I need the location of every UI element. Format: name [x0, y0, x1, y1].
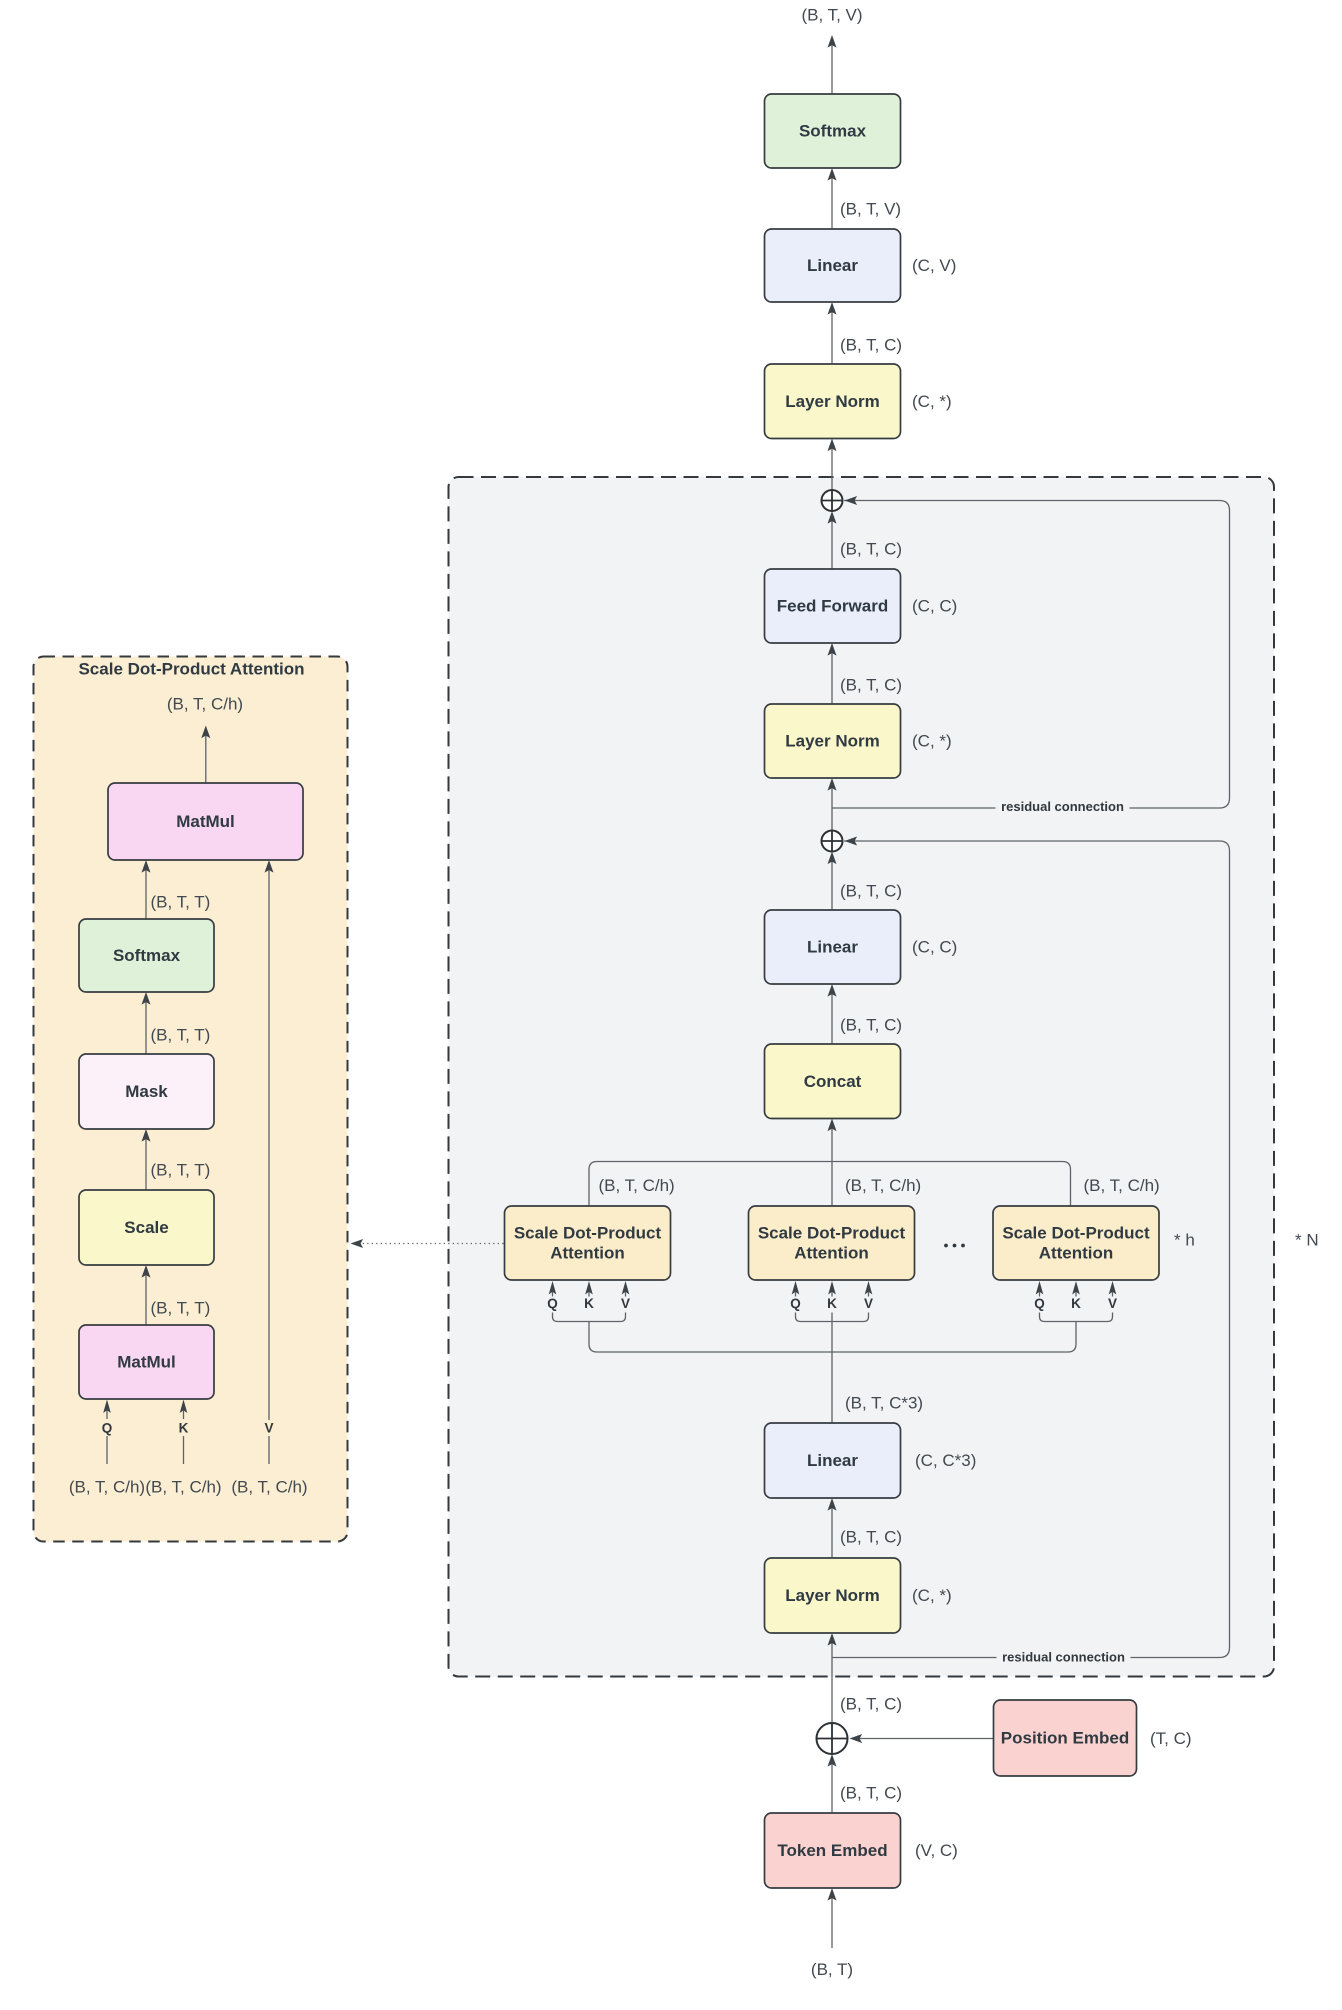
svg-text:(B, T, T): (B, T, T) [151, 893, 211, 912]
svg-text:Q: Q [547, 1296, 558, 1311]
svg-text:(C, C*3): (C, C*3) [915, 1451, 976, 1470]
svg-text:Position Embed: Position Embed [1001, 1729, 1129, 1748]
svg-text:(B, T, C): (B, T, C) [840, 1016, 902, 1035]
svg-text:(B, T, C): (B, T, C) [840, 676, 902, 695]
svg-text:MatMul: MatMul [176, 812, 235, 831]
svg-text:(B, T, C/h): (B, T, C/h) [845, 1176, 921, 1195]
svg-text:(B, T, C): (B, T, C) [840, 336, 902, 355]
svg-text:Softmax: Softmax [799, 122, 867, 141]
svg-text:(B, T, C/h): (B, T, C/h) [167, 695, 243, 714]
svg-text:K: K [1071, 1296, 1081, 1311]
svg-text:Attention: Attention [550, 1244, 625, 1263]
svg-text:(B, T): (B, T) [811, 1960, 853, 1979]
svg-text:Softmax: Softmax [113, 946, 181, 965]
svg-text:(B, T, C/h): (B, T, C/h) [599, 1176, 675, 1195]
svg-text:Concat: Concat [804, 1072, 862, 1091]
svg-text:(T, C): (T, C) [1150, 1729, 1192, 1748]
svg-text:V: V [864, 1296, 873, 1311]
svg-text:(C, *): (C, *) [912, 1586, 952, 1605]
svg-text:(C, V): (C, V) [912, 256, 956, 275]
svg-text:(C, *): (C, *) [912, 732, 952, 751]
svg-text:Attention: Attention [794, 1244, 869, 1263]
svg-text:Token Embed: Token Embed [777, 1841, 887, 1860]
svg-text:Q: Q [1034, 1296, 1045, 1311]
svg-text:Linear: Linear [807, 938, 858, 957]
svg-text:Scale Dot-Product Attention: Scale Dot-Product Attention [78, 660, 304, 679]
svg-text:Q: Q [102, 1421, 113, 1436]
svg-text:(C, *): (C, *) [912, 392, 952, 411]
svg-text:(B, T, T): (B, T, T) [151, 1299, 211, 1318]
svg-text:Scale Dot-Product: Scale Dot-Product [514, 1224, 662, 1243]
svg-text:Q: Q [790, 1296, 801, 1311]
svg-text:Scale Dot-Product: Scale Dot-Product [758, 1224, 906, 1243]
svg-text:(B, T, C/h): (B, T, C/h) [1084, 1176, 1160, 1195]
svg-text:(B, T, C): (B, T, C) [840, 540, 902, 559]
svg-text:MatMul: MatMul [117, 1353, 176, 1372]
svg-text:(C, C): (C, C) [912, 938, 957, 957]
svg-text:(C, C): (C, C) [912, 597, 957, 616]
svg-text:Mask: Mask [125, 1082, 168, 1101]
svg-text:Linear: Linear [807, 256, 858, 275]
svg-text:Scale: Scale [124, 1218, 168, 1237]
svg-text:residual connection: residual connection [1002, 1650, 1125, 1665]
svg-text:(B, T, V): (B, T, V) [801, 6, 862, 25]
svg-text:(B, T, C): (B, T, C) [840, 1784, 902, 1803]
svg-text:(B, T, C/h): (B, T, C/h) [145, 1478, 221, 1497]
svg-text:(B, T, T): (B, T, T) [151, 1026, 211, 1045]
svg-text:* h: * h [1174, 1231, 1195, 1250]
svg-text:Layer Norm: Layer Norm [785, 1586, 879, 1605]
svg-text:K: K [584, 1296, 594, 1311]
svg-text:K: K [179, 1421, 189, 1436]
svg-text:(B, T, C): (B, T, C) [840, 1695, 902, 1714]
svg-text:(B, T, T): (B, T, T) [151, 1161, 211, 1180]
svg-text:residual connection: residual connection [1001, 799, 1124, 814]
svg-text:Layer Norm: Layer Norm [785, 732, 879, 751]
svg-text:* N: * N [1295, 1231, 1319, 1250]
svg-text:(B, T, C/h): (B, T, C/h) [231, 1478, 307, 1497]
svg-text:K: K [827, 1296, 837, 1311]
svg-text:(V, C): (V, C) [915, 1841, 958, 1860]
svg-text:(B, T, C): (B, T, C) [840, 1528, 902, 1547]
svg-text:Feed Forward: Feed Forward [777, 597, 888, 616]
svg-text:Layer Norm: Layer Norm [785, 392, 879, 411]
svg-text:V: V [1108, 1296, 1117, 1311]
svg-text:V: V [264, 1421, 273, 1436]
svg-text:V: V [621, 1296, 630, 1311]
svg-text:(B, T, C/h): (B, T, C/h) [69, 1478, 145, 1497]
svg-text:Scale Dot-Product: Scale Dot-Product [1002, 1224, 1150, 1243]
svg-text:(B, T, V): (B, T, V) [840, 200, 901, 219]
svg-text:Attention: Attention [1039, 1244, 1114, 1263]
svg-text:Linear: Linear [807, 1451, 858, 1470]
svg-text:(B, T, C): (B, T, C) [840, 882, 902, 901]
svg-text:(B, T, C*3): (B, T, C*3) [845, 1394, 923, 1413]
